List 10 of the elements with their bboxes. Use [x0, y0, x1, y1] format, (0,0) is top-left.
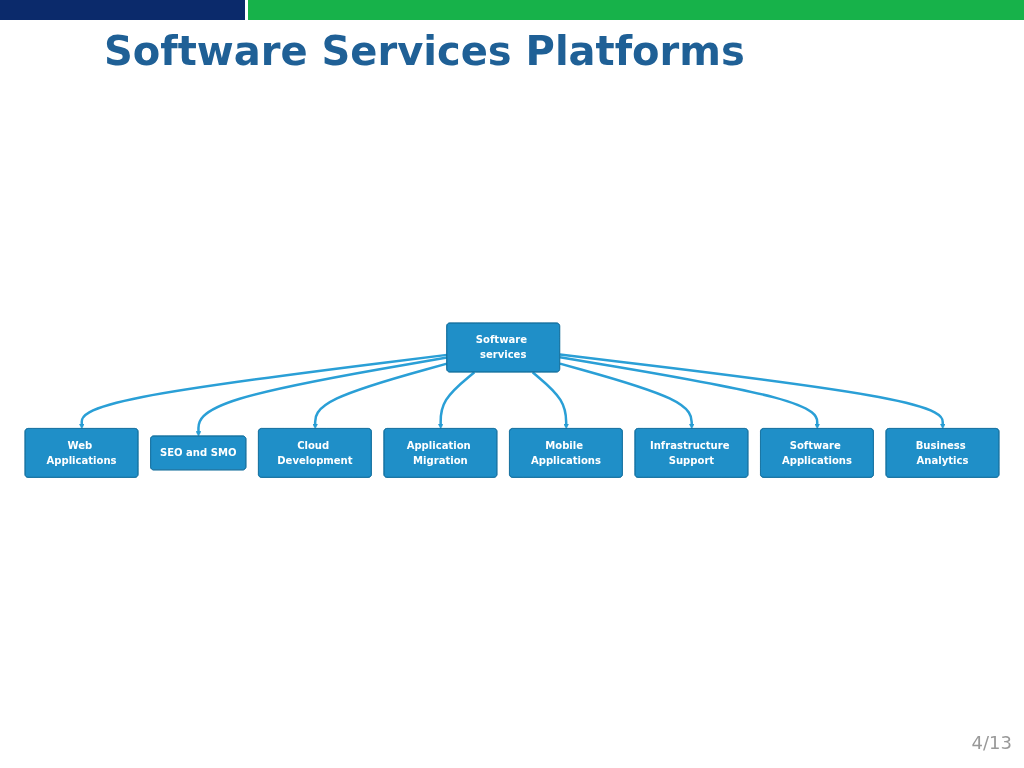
arrow — [79, 353, 448, 429]
slide-title: Software Services Platforms — [104, 28, 745, 74]
arrow — [531, 371, 569, 429]
arrow — [312, 362, 448, 429]
arrow — [195, 356, 448, 437]
arrow — [437, 371, 476, 429]
page-number: 4/13 — [971, 732, 1012, 753]
arrow — [559, 355, 820, 429]
arrow — [559, 362, 695, 429]
arrow — [559, 353, 946, 429]
